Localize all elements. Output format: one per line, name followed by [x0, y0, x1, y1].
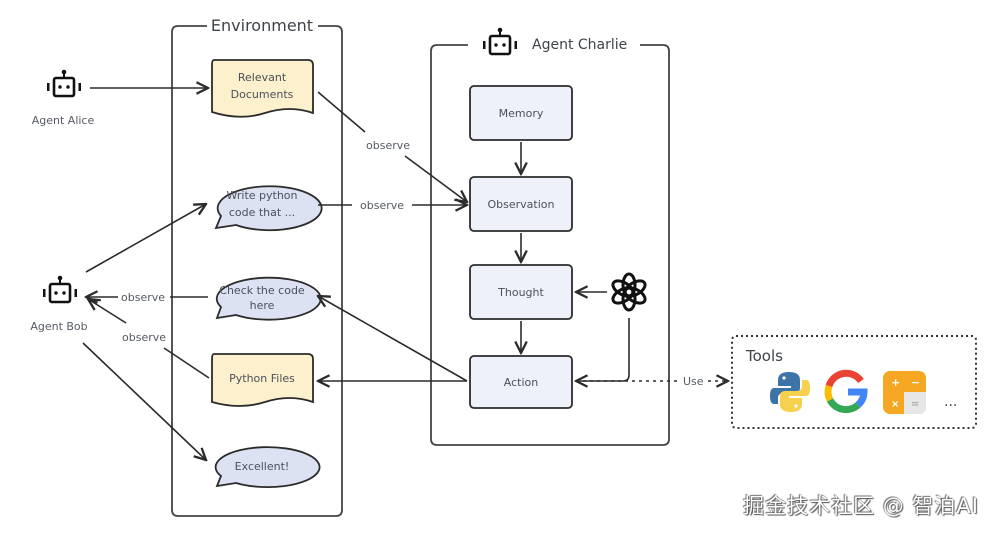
- excellent-bubble: Excellent!: [214, 446, 321, 489]
- edge-bob-to-excellent: [82, 342, 206, 460]
- more-tools-label: ...: [944, 394, 957, 410]
- excellent-label: Excellent!: [235, 460, 290, 473]
- agent-alice-label: Agent Alice: [32, 114, 95, 127]
- edge-files-to-bob-a: [163, 347, 210, 379]
- tools-container: Tools + − × = ...: [731, 335, 977, 429]
- observe-label-docs: observe: [366, 139, 410, 152]
- observe-label-check: observe: [121, 291, 165, 304]
- python-files-node: Python Files: [211, 353, 314, 407]
- write-python-line1: Write python: [226, 189, 297, 202]
- write-python-line2: code that ...: [229, 206, 295, 219]
- observe-label-write: observe: [360, 199, 404, 212]
- edge-llm-to-action: [576, 318, 630, 381]
- tools-title: Tools: [745, 347, 783, 365]
- check-code-bubble: Check the code here: [215, 276, 322, 321]
- relevant-documents-line1: Relevant: [238, 71, 287, 84]
- memory-label: Memory: [499, 107, 544, 120]
- edge-bob-to-write: [85, 204, 206, 273]
- watermark: 掘金技术社区 @ 智泊AI: [743, 494, 979, 518]
- check-code-line2: here: [250, 299, 275, 312]
- thought-module: Thought: [469, 264, 573, 320]
- svg-text:×: ×: [891, 399, 899, 410]
- svg-text:+: +: [891, 376, 900, 389]
- observation-module: Observation: [469, 176, 573, 232]
- edge-action-to-check-code: [318, 296, 468, 382]
- edges: [82, 88, 728, 460]
- svg-text:=: =: [911, 399, 919, 410]
- google-logo-icon: [824, 369, 868, 414]
- relevant-documents-node: Relevant Documents: [211, 59, 314, 118]
- agent-alice: Agent Alice: [32, 69, 95, 127]
- observe-label-files: observe: [122, 331, 166, 344]
- robot-icon: [47, 69, 81, 98]
- svg-text:−: −: [911, 376, 920, 389]
- svg-text:Documents: Documents: [231, 88, 294, 101]
- python-files-label: Python Files: [229, 372, 295, 385]
- calculator-app-icon: + − × =: [883, 371, 926, 414]
- edge-files-to-bob-b: [88, 299, 127, 324]
- robot-icon: [483, 27, 517, 56]
- agent-charlie-container: Agent Charlie: [430, 27, 670, 446]
- relevant-documents-line2: Documents: [231, 88, 294, 101]
- svg-text:Relevant: Relevant: [238, 71, 287, 84]
- agent-bob: Agent Bob: [30, 275, 88, 333]
- thought-label: Thought: [497, 286, 544, 299]
- check-code-line1: Check the code: [219, 284, 305, 297]
- edge-documents-to-observation-2: [404, 155, 467, 202]
- use-label: Use: [683, 375, 704, 388]
- action-module: Action: [469, 355, 573, 409]
- memory-module: Memory: [469, 85, 573, 141]
- environment-container: Environment: [171, 16, 343, 517]
- openai-logo-icon: [611, 272, 647, 312]
- edge-documents-to-observation: [317, 91, 366, 133]
- write-python-bubble: Write python code that ...: [214, 185, 323, 232]
- environment-title: Environment: [211, 16, 313, 35]
- python-logo-icon: [770, 372, 810, 412]
- observation-label: Observation: [488, 198, 555, 211]
- agent-charlie-label: Agent Charlie: [532, 37, 627, 53]
- action-label: Action: [504, 376, 538, 389]
- agent-bob-label: Agent Bob: [30, 320, 87, 333]
- robot-icon: [43, 275, 77, 304]
